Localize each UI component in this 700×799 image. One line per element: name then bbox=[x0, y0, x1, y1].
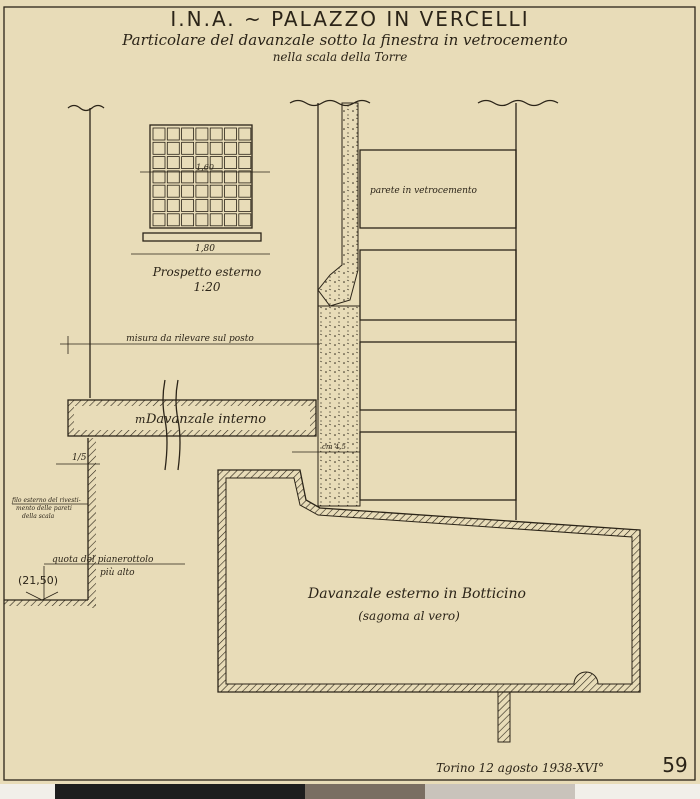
glass-block bbox=[209, 213, 223, 227]
glass-block bbox=[152, 170, 166, 184]
glass-block bbox=[195, 156, 209, 170]
dim-cm-4-5: cm 4,5 bbox=[322, 443, 346, 451]
glass-block bbox=[224, 156, 237, 170]
glass-block bbox=[209, 156, 223, 170]
glass-block-section bbox=[359, 249, 517, 321]
glass-block-section bbox=[359, 149, 517, 229]
glass-block bbox=[209, 170, 223, 184]
inner-sill-prefix: m bbox=[135, 413, 145, 426]
glass-block bbox=[238, 184, 252, 198]
glass-block bbox=[166, 199, 180, 212]
glass-block bbox=[181, 170, 195, 184]
dim-1-5: 1/5 bbox=[72, 453, 87, 463]
elevation-scale: 1:20 bbox=[194, 280, 221, 294]
glass-block bbox=[152, 199, 166, 212]
cladding-label-1: filo esterno del rivesti- bbox=[11, 497, 81, 504]
glass-block bbox=[152, 127, 166, 141]
glass-block bbox=[181, 184, 195, 198]
glass-block bbox=[152, 156, 166, 170]
glass-block bbox=[238, 156, 252, 170]
sheet-border bbox=[3, 6, 696, 781]
glass-block bbox=[166, 156, 180, 170]
glass-block bbox=[195, 184, 209, 198]
landing-label-1: quota del pianerottolo bbox=[52, 555, 154, 565]
cladding-label-2: mento delle pareti bbox=[16, 505, 72, 512]
glass-block bbox=[181, 141, 195, 155]
glass-block-section bbox=[359, 431, 517, 501]
outer-sill-note: (sagoma al vero) bbox=[358, 609, 460, 623]
elevation-height-dim: 1,60 bbox=[196, 163, 214, 172]
glass-block bbox=[166, 127, 180, 141]
drawing-subtitle-2: nella scala della Torre bbox=[273, 50, 408, 64]
glass-block bbox=[224, 199, 237, 212]
glass-block bbox=[152, 141, 166, 155]
glass-block bbox=[224, 141, 237, 155]
elevation-width-dim: 1,80 bbox=[195, 244, 215, 254]
glass-block bbox=[166, 213, 180, 227]
cladding-label-3: della scala bbox=[22, 513, 55, 520]
glass-block bbox=[152, 213, 166, 227]
place-date: Torino 12 agosto 1938-XVI° bbox=[436, 761, 604, 775]
glass-block bbox=[152, 184, 166, 198]
glass-block bbox=[166, 170, 180, 184]
glass-block bbox=[166, 184, 180, 198]
sheet-number: 59 bbox=[662, 753, 687, 777]
glass-block bbox=[238, 213, 252, 227]
glass-block bbox=[209, 184, 223, 198]
drawing-title: I.N.A. ~ PALAZZO IN VERCELLI bbox=[170, 7, 529, 31]
drawing-subtitle: Particolare del davanzale sotto la fines… bbox=[121, 31, 567, 49]
glass-block bbox=[224, 184, 237, 198]
glass-block bbox=[195, 127, 209, 141]
outer-sill-label: Davanzale esterno in Botticino bbox=[307, 586, 526, 602]
glass-block bbox=[195, 170, 209, 184]
outer-sill-profile bbox=[217, 469, 641, 743]
inner-sill-label: Davanzale interno bbox=[145, 412, 266, 427]
glass-block bbox=[224, 127, 237, 141]
elevation-label: Prospetto esterno bbox=[152, 265, 262, 279]
glass-block bbox=[181, 127, 195, 141]
glass-block bbox=[238, 199, 252, 212]
window-elevation bbox=[131, 124, 270, 255]
glass-block-wall bbox=[317, 102, 517, 520]
glass-block bbox=[195, 141, 209, 155]
glass-block bbox=[209, 199, 223, 212]
glass-block bbox=[238, 141, 252, 155]
glass-block bbox=[238, 127, 252, 141]
measure-on-site-label: misura da rilevare sul posto bbox=[126, 334, 254, 344]
glass-block bbox=[238, 170, 252, 184]
glass-block-section bbox=[359, 341, 517, 411]
glass-block bbox=[209, 141, 223, 155]
glass-block bbox=[166, 141, 180, 155]
glass-block bbox=[224, 213, 237, 227]
glass-block bbox=[195, 213, 209, 227]
glass-wall-label: parete in vetrocemento bbox=[370, 186, 477, 196]
glass-block bbox=[209, 127, 223, 141]
glass-block bbox=[181, 213, 195, 227]
glass-block bbox=[224, 170, 237, 184]
landing-level: (21,50) bbox=[18, 574, 58, 587]
glass-block bbox=[181, 199, 195, 212]
glass-block bbox=[181, 156, 195, 170]
glass-block bbox=[195, 199, 209, 212]
landing-label-2: più alto bbox=[100, 567, 135, 578]
